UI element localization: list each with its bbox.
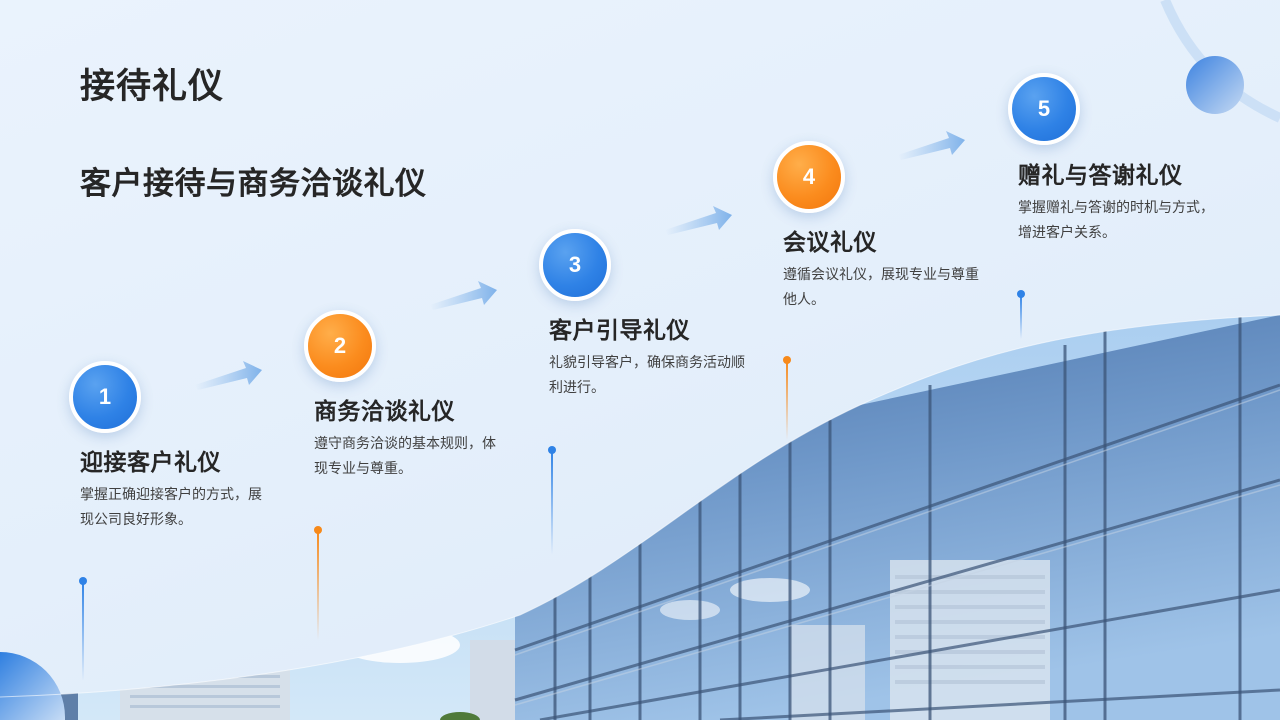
connector-line: [548, 446, 556, 555]
step-title: 迎接客户礼仪: [80, 450, 221, 476]
step-description: 遵守商务洽谈的基本规则，体现专业与尊重。: [314, 436, 496, 477]
arrow-right-icon: [430, 281, 497, 310]
step-number-badge: 4: [773, 141, 845, 213]
step-number-badge: 5: [1008, 73, 1080, 145]
step-description: 掌握赠礼与答谢的时机与方式，增进客户关系。: [1018, 200, 1214, 241]
connector-dot: [548, 446, 556, 454]
arrow-right-icon: [665, 206, 732, 235]
connector-dot: [783, 356, 791, 364]
connector-line: [783, 356, 791, 440]
connector-line: [79, 577, 87, 681]
step-number-badge: 1: [69, 361, 141, 433]
page-title: 接待礼仪: [80, 67, 225, 107]
step-number-badge: 3: [539, 229, 611, 301]
connector-dot: [79, 577, 87, 585]
step-title: 赠礼与答谢礼仪: [1018, 163, 1183, 189]
connector-line: [1017, 290, 1025, 339]
step-title: 会议礼仪: [783, 230, 877, 256]
page-subtitle: 客户接待与商务洽谈礼仪: [80, 166, 427, 202]
connector-dot: [314, 526, 322, 534]
step-title: 商务洽谈礼仪: [314, 399, 455, 425]
step-title: 客户引导礼仪: [549, 318, 690, 344]
step-number-badge: 2: [304, 310, 376, 382]
step-description: 遵循会议礼仪，展现专业与尊重他人。: [783, 267, 979, 308]
connector-line: [314, 526, 322, 640]
connector-dot: [1017, 290, 1025, 298]
step-description: 掌握正确迎接客户的方式，展现公司良好形象。: [80, 487, 262, 528]
step-description: 礼貌引导客户，确保商务活动顺利进行。: [549, 355, 745, 396]
arrow-right-icon: [195, 361, 262, 390]
arrow-right-icon: [898, 131, 965, 160]
